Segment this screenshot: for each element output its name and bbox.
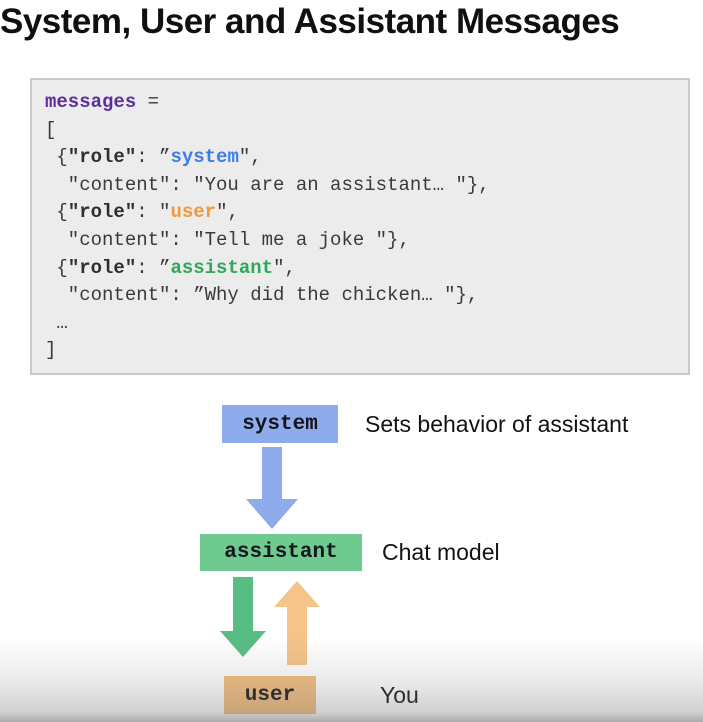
code-segment: "role" <box>67 256 137 279</box>
code-line: [ <box>45 117 490 145</box>
code-segment: "role" <box>67 146 137 169</box>
bottom-vignette <box>0 637 703 722</box>
role-box-user: user <box>224 676 316 714</box>
code-segment: "role" <box>67 201 137 224</box>
code-segment: "content": "You are an assistant… "}, <box>45 173 490 196</box>
role-box-assistant: assistant <box>200 534 362 571</box>
code-line: ] <box>45 337 490 365</box>
arrow-assistant-to-user-icon <box>220 577 266 657</box>
code-lines: messages =[ {"role": ”system", "content"… <box>45 89 490 365</box>
arrow-system-to-assistant-icon <box>246 447 298 529</box>
role-box-assistant-label: assistant <box>224 541 338 564</box>
role-box-user-label: user <box>244 683 296 707</box>
code-line: {"role": ”system", <box>45 144 490 172</box>
code-segment: ", <box>273 256 296 279</box>
page-title: System, User and Assistant Messages <box>0 2 620 41</box>
system-annotation: Sets behavior of assistant <box>365 405 628 443</box>
code-segment: : ” <box>136 256 171 279</box>
code-segment: { <box>45 146 68 169</box>
code-segment: : " <box>136 201 171 224</box>
code-segment: "content": ”Why did the chicken… "}, <box>45 284 479 307</box>
arrow-system-to-assistant-shape <box>246 447 298 529</box>
code-segment: ", <box>238 146 262 169</box>
user-annotation: You <box>380 676 419 714</box>
code-line: messages = <box>45 89 490 117</box>
system-annotation-text: Sets behavior of assistant <box>365 410 629 437</box>
code-segment: ] <box>45 339 57 362</box>
code-segment: [ <box>45 118 57 141</box>
code-block: messages =[ {"role": ”system", "content"… <box>30 78 690 375</box>
code-segment: ", <box>216 201 239 224</box>
code-line: "content": "Tell me a joke "}, <box>45 227 490 255</box>
code-line: {"role": "user", <box>45 199 490 227</box>
code-segment: { <box>45 201 68 224</box>
code-segment: "content": "Tell me a joke "}, <box>45 228 410 251</box>
user-annotation-text: You <box>380 681 419 708</box>
code-segment: = <box>136 91 160 113</box>
arrow-user-to-assistant-shape <box>274 581 320 665</box>
code-segment: assistant <box>170 256 274 279</box>
arrow-assistant-to-user-shape <box>220 577 266 657</box>
code-line: … <box>45 310 490 338</box>
arrow-user-to-assistant-icon <box>274 581 320 665</box>
code-line: {"role": ”assistant", <box>45 255 490 283</box>
role-box-system-label: system <box>242 412 318 436</box>
assistant-annotation-text: Chat model <box>382 539 500 565</box>
code-segment: system <box>170 146 239 169</box>
code-line: "content": ”Why did the chicken… "}, <box>45 282 490 310</box>
code-segment: : ” <box>136 146 171 169</box>
code-segment: … <box>45 311 68 334</box>
assistant-annotation: Chat model <box>382 534 500 571</box>
code-segment: { <box>45 256 68 279</box>
code-segment: messages <box>45 91 137 113</box>
code-segment: user <box>170 201 217 224</box>
role-box-system: system <box>222 405 338 443</box>
code-line: "content": "You are an assistant… "}, <box>45 172 490 200</box>
